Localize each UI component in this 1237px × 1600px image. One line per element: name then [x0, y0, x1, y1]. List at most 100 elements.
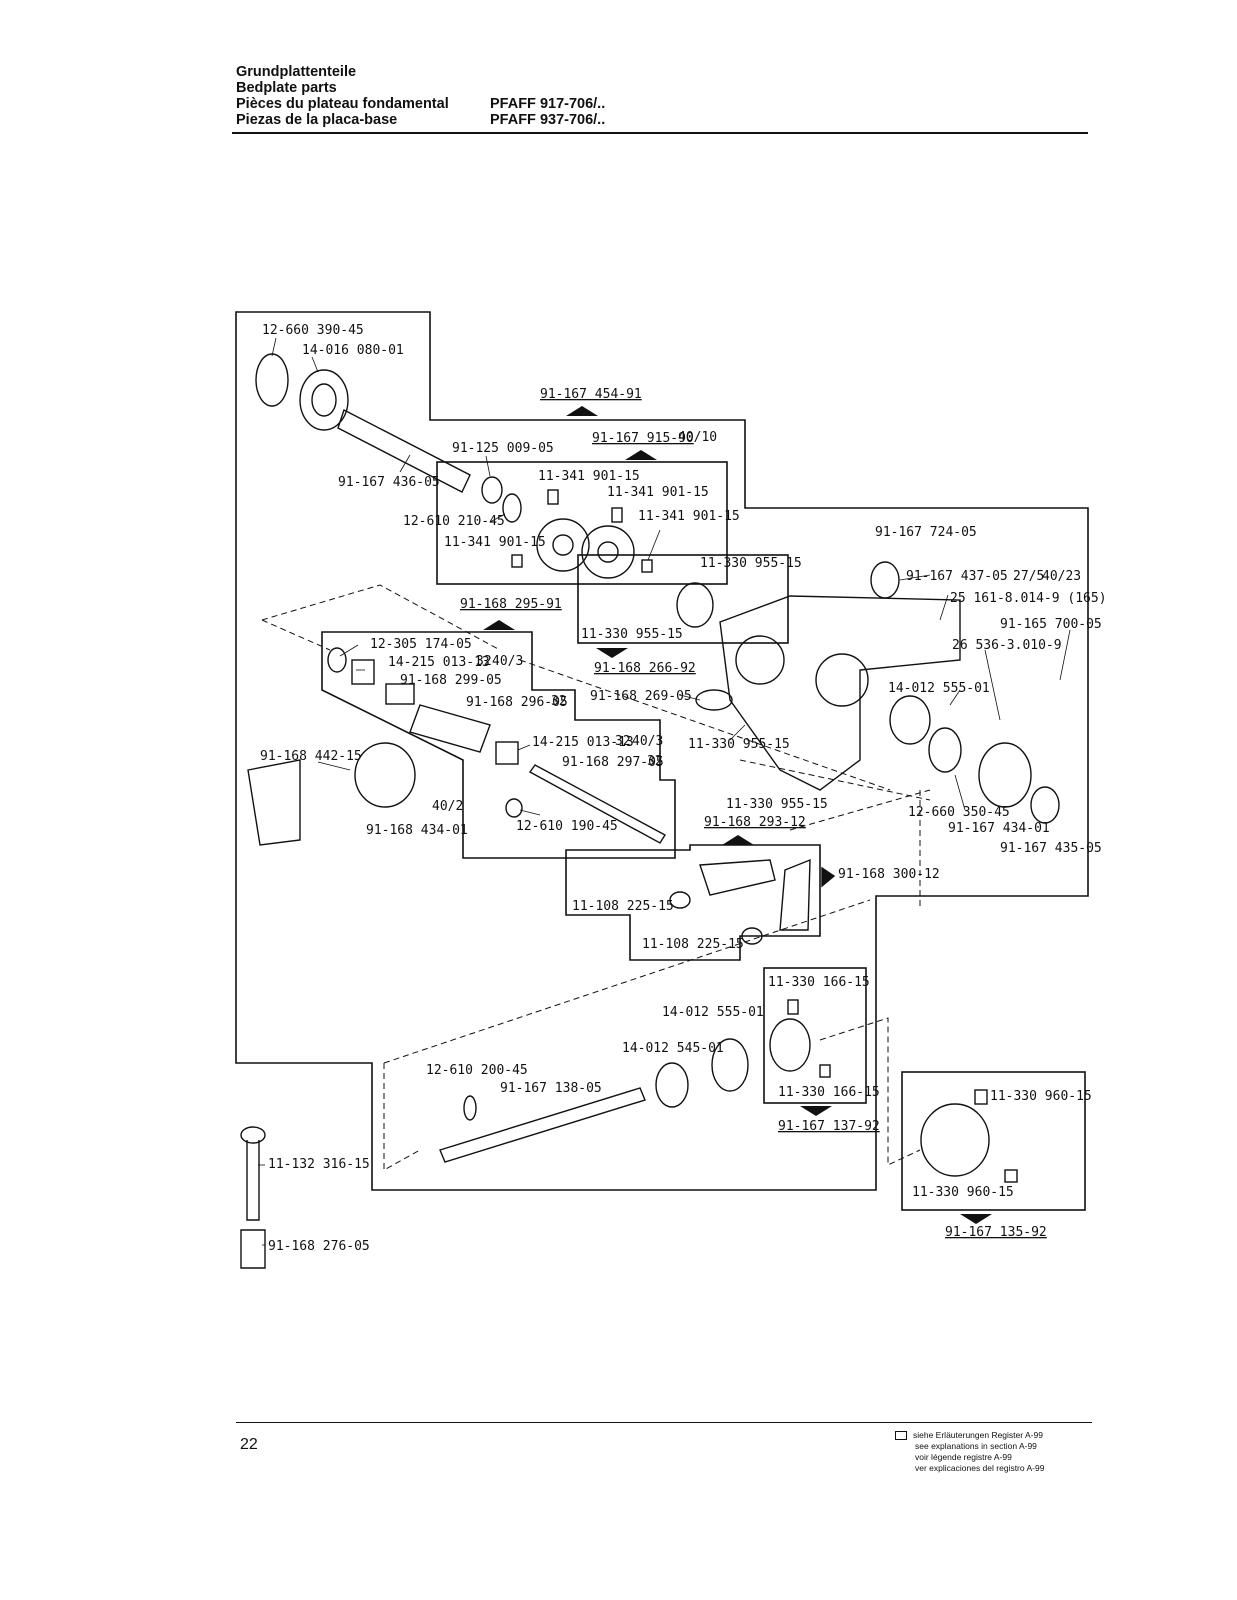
retaining-ring-icon: [928, 727, 962, 773]
cam-icon: [870, 561, 900, 599]
shaft-group-box: [321, 631, 676, 859]
part-number-label: 11-330 960-15: [912, 1185, 1014, 1200]
title-german: Grundplattenteile: [236, 64, 357, 80]
collar-icon: [769, 1018, 811, 1072]
screw-icon: [741, 927, 763, 945]
pinion-gear-icon: [920, 1103, 990, 1177]
shaft-icon: [439, 1087, 646, 1163]
part-number-label: 11-330 955-15: [688, 737, 790, 752]
screw-icon: [669, 891, 691, 909]
part-number-label: 11-132 316-15: [268, 1157, 370, 1172]
part-number-label: 11-341 901-15: [444, 535, 546, 550]
part-number-label: 11-341 901-15: [607, 485, 709, 500]
reference-arrows: [483, 406, 992, 1224]
register-reference: 40/3: [632, 734, 663, 749]
sleeve-icon: [240, 1229, 266, 1269]
part-number-label: 91-168 442-15: [260, 749, 362, 764]
part-number-label: 91-167 435-05: [1000, 841, 1102, 856]
retaining-ring-icon: [463, 1095, 477, 1121]
part-number-label: 91-168 300-12: [838, 867, 940, 882]
eccentric-icon: [978, 742, 1032, 808]
part-number-label: 91-168 269-05: [590, 689, 692, 704]
part-number-label: 14-012 555-01: [662, 1005, 764, 1020]
register-legend: siehe Erläuterungen Register A-99 see ex…: [895, 1430, 1044, 1474]
legend-spanish: ver explicaciones del registro A-99: [915, 1463, 1045, 1473]
part-number-label: 91-167 724-05: [875, 525, 977, 540]
model-number-2: PFAFF 937-706/..: [490, 112, 606, 128]
part-number-label: 11-330 960-15: [990, 1089, 1092, 1104]
part-number-label: 11-330 955-15: [581, 627, 683, 642]
part-number-label: 11-341 901-15: [638, 509, 740, 524]
retaining-ring-icon: [502, 493, 522, 523]
assembly-number-label: 91-167 135-92: [945, 1225, 1047, 1240]
retaining-ring-icon: [255, 353, 289, 407]
part-number-label: 11-341 901-15: [538, 469, 640, 484]
set-screw-icon: [547, 489, 559, 505]
set-screw-icon: [787, 999, 799, 1015]
part-number-label: 12-660 390-45: [262, 323, 364, 338]
shaft-icon: [337, 409, 471, 493]
bearing-icon: [299, 369, 349, 431]
register-reference: 40/23: [1042, 569, 1081, 584]
bearing-icon: [711, 1038, 749, 1092]
bearing-icon: [655, 1062, 689, 1108]
part-number-label: 26 536-3.010-9: [952, 638, 1062, 653]
collar-group-box: [763, 967, 867, 1104]
part-number-label: 91-168 299-05: [400, 673, 502, 688]
part-number-label: 11-330 955-15: [700, 556, 802, 571]
assembly-number-label: 91-167 137-92: [778, 1119, 880, 1134]
assembly-number-label: 91-168 295-91: [460, 597, 562, 612]
part-number-label: 12-610 190-45: [516, 819, 618, 834]
part-number-label: 12-660 350-45: [908, 805, 1010, 820]
set-screw-icon: [819, 1064, 831, 1078]
register-reference: 40/3: [492, 654, 523, 669]
pulley-icon: [354, 742, 416, 808]
crank-group-box: [565, 844, 821, 961]
part-number-label: 14-215 013-13: [388, 655, 490, 670]
header-rule: [232, 132, 1088, 134]
main-assembly-outline: [235, 311, 1089, 1191]
part-number-label: 91-168 276-05: [268, 1239, 370, 1254]
register-reference: 32: [476, 654, 492, 669]
washer-icon: [481, 476, 503, 504]
part-number-label: 14-012 555-01: [888, 681, 990, 696]
part-number-label: 91-168 434-01: [366, 823, 468, 838]
title-spanish: Piezas de la placa-base: [236, 112, 398, 128]
part-number-label: 11-330 955-15: [726, 797, 828, 812]
page-number: 22: [240, 1436, 258, 1453]
footer-rule: [236, 1422, 1092, 1423]
middle-shaft-parts: [247, 647, 666, 846]
pinion-group-box: [901, 1071, 1086, 1211]
screw-group-box: [577, 554, 789, 644]
part-number-label: 91-167 437-05: [906, 569, 1008, 584]
link-icon: [779, 858, 811, 931]
part-number-label: 91-167 436-05: [338, 475, 440, 490]
part-number-label: 91-168 296-05: [466, 695, 568, 710]
set-screw-icon: [1004, 1169, 1018, 1183]
part-number-label: 12-610 210-45: [403, 514, 505, 529]
part-number-label: 25 161-8.014-9 (165): [950, 591, 1107, 606]
bushing-icon: [1030, 786, 1060, 824]
lower-shaft-parts: [439, 999, 1018, 1183]
register-reference: 40/2: [432, 799, 463, 814]
assembly-number-label: 91-167 915-90: [592, 431, 694, 446]
crank-parts: [669, 858, 836, 945]
register-reference: 27/5: [1013, 569, 1044, 584]
crank-icon: [699, 859, 776, 896]
pin-icon: [528, 764, 666, 844]
assembly-number-label: 91-168 266-92: [594, 661, 696, 676]
legend-german: siehe Erläuterungen Register A-99: [913, 1430, 1043, 1440]
register-reference: 32: [551, 694, 567, 709]
legend-french: voir légende registre A-99: [915, 1452, 1012, 1462]
set-screw-icon: [611, 507, 623, 523]
gear-icon: [581, 525, 635, 579]
part-number-label: 14-016 080-01: [302, 343, 404, 358]
gear-group-box: [436, 461, 728, 585]
part-number-label: 14-012 545-01: [622, 1041, 724, 1056]
bushing-icon: [676, 582, 714, 628]
set-screw-icon: [641, 559, 653, 573]
title-french: Pièces du plateau fondamental: [236, 96, 449, 112]
page-header: Grundplattenteile Bedplate parts Pièces …: [236, 64, 449, 128]
register-reference: 40/10: [678, 430, 717, 445]
